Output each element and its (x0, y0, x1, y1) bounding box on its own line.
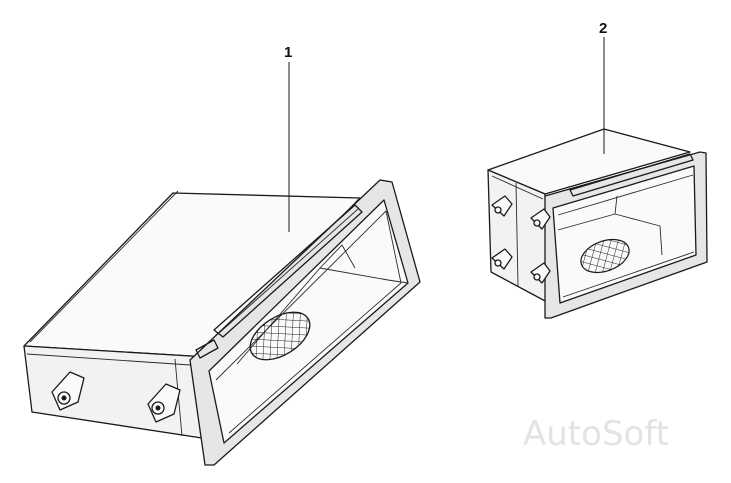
part-1-pocket (23, 179, 421, 466)
clip-right-3 (530, 208, 551, 230)
clip-right-1 (491, 195, 513, 217)
callout-label-2: 2 (599, 20, 607, 37)
clip-left-2 (147, 383, 181, 423)
callout-label-1: 1 (284, 44, 292, 61)
clip-right-2 (491, 248, 513, 270)
clip-left-1 (51, 371, 85, 411)
part-2-pocket (487, 128, 708, 319)
watermark-text: AutoSoft (523, 414, 669, 454)
clip-right-4 (530, 262, 551, 284)
